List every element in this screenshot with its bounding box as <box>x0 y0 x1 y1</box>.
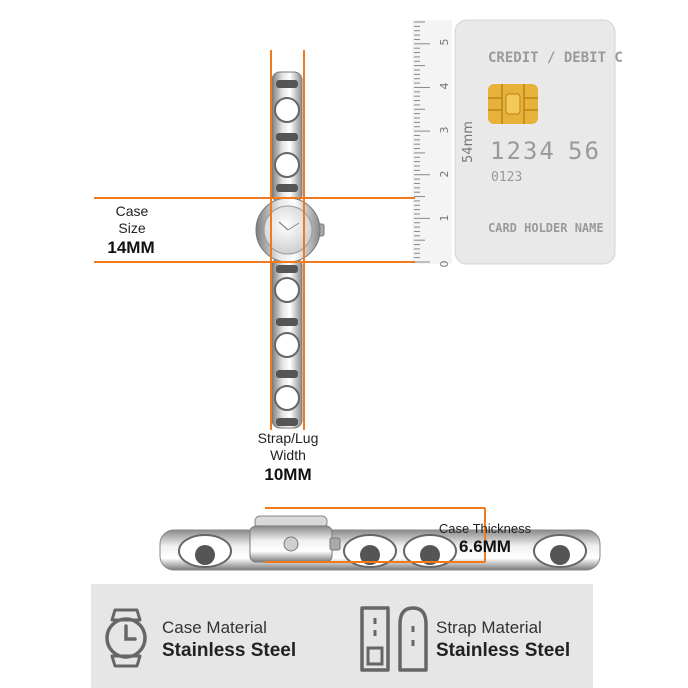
ruler-tick-label: 5 <box>438 39 451 46</box>
case-thickness-label: Case Thickness <box>438 521 532 536</box>
case-size-label-line2: Size <box>118 220 146 236</box>
ruler-unit-label: 54mm <box>461 121 476 163</box>
ruler-tick-label: 4 <box>438 83 451 90</box>
bracelet-lower <box>271 257 303 429</box>
card-chip-icon <box>488 84 538 124</box>
card-small-number: 0123 <box>491 170 523 185</box>
strap-width-label-line1: Strap/Lug <box>257 430 319 446</box>
watch-illustration <box>94 50 601 571</box>
ruler-tick-label: 0 <box>438 261 451 268</box>
feature-case-material-value: Stainless Steel <box>162 640 297 661</box>
strap-width-value: 10MM <box>264 465 312 484</box>
bracelet-upper <box>271 71 303 203</box>
case-size-value: 14MM <box>107 238 155 257</box>
card-header: CREDIT / DEBIT C <box>488 50 623 66</box>
watch-icon <box>105 608 147 668</box>
ruler-tick-label: 2 <box>438 171 451 178</box>
watch-side-view <box>159 515 601 571</box>
case-size-label: Case Size <box>104 203 160 237</box>
card-number-1: 1234 <box>490 137 556 165</box>
strap-icon <box>360 606 428 672</box>
ruler <box>412 20 452 264</box>
case-size-label-line1: Case <box>115 203 149 219</box>
ruler-tick-label: 1 <box>438 215 451 222</box>
size-reference-graphic: 0 1 2 3 4 5 54mm <box>412 19 616 268</box>
ruler-ticks <box>414 21 430 263</box>
card-holder-name: CARD HOLDER NAME <box>488 221 604 235</box>
strap-width-label: Strap/Lug Width <box>240 430 336 464</box>
strap-width-label-line2: Width <box>270 447 306 463</box>
case-thickness-value: 6.6MM <box>459 537 511 556</box>
feature-case-material-title: Case Material <box>162 618 267 637</box>
feature-strap-material-value: Stainless Steel <box>436 640 571 661</box>
feature-strap-material-title: Strap Material <box>436 618 542 637</box>
ruler-tick-label: 3 <box>438 127 451 134</box>
credit-card <box>454 19 616 265</box>
watch-case <box>255 197 325 263</box>
features-panel <box>91 584 593 688</box>
